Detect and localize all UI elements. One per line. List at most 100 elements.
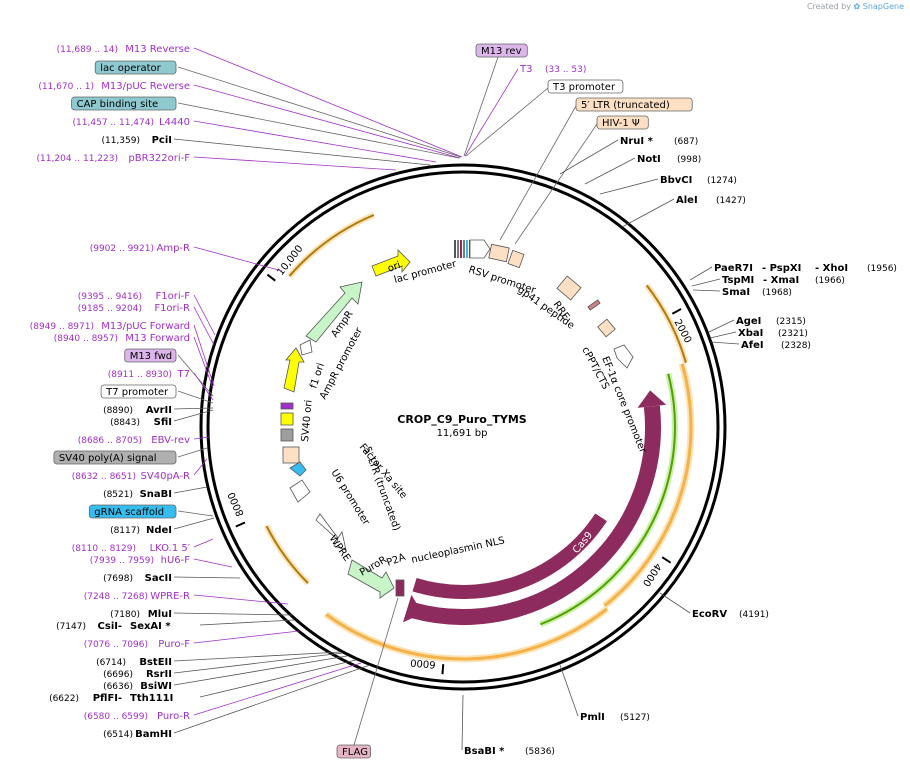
enzyme-22-range: (8117) bbox=[110, 526, 140, 536]
primer-11-range: (8940 .. 8957) bbox=[54, 334, 118, 344]
feature-12-box bbox=[124, 348, 177, 363]
backbone-outer-ring bbox=[199, 163, 727, 691]
primer-34-range: (6580 .. 6599) bbox=[84, 712, 148, 722]
leader-line bbox=[177, 447, 208, 458]
sv40-yellow bbox=[280, 412, 294, 426]
sv40-gray bbox=[280, 428, 294, 442]
arc-bottom bbox=[325, 607, 608, 661]
u6-arrow bbox=[289, 479, 311, 503]
leader-line bbox=[193, 324, 215, 387]
enzyme-r11-range: (5127) bbox=[620, 713, 650, 723]
ef1a-arrow bbox=[613, 344, 634, 369]
enzyme-25-name: SacII bbox=[145, 573, 172, 584]
leader-line bbox=[193, 120, 437, 163]
leader-line bbox=[193, 458, 208, 476]
primer-2-name: M13/pUC Reverse bbox=[101, 81, 190, 92]
enzyme-5-name: PciI bbox=[152, 135, 172, 146]
enzyme-r1-name: NotI bbox=[637, 154, 661, 165]
leader-line bbox=[173, 655, 348, 686]
leader-line bbox=[559, 664, 579, 717]
enzyme-20-range: (8521) bbox=[103, 490, 133, 500]
leader-line bbox=[710, 341, 740, 345]
sv40-pink bbox=[280, 402, 294, 410]
enzyme-28-range: (7147) bbox=[56, 622, 86, 632]
leader-line bbox=[584, 157, 636, 185]
leader-line bbox=[193, 538, 214, 548]
leader-line bbox=[193, 294, 216, 336]
p2a-label: P2A bbox=[385, 552, 407, 569]
leader-line bbox=[173, 407, 214, 410]
primer-26-name: WPRE-R bbox=[150, 591, 190, 602]
leader-line bbox=[177, 102, 460, 159]
primer-10-name: M13/pUC Forward bbox=[101, 321, 190, 332]
enzyme-33-name2: Tth111I bbox=[130, 693, 173, 704]
primer-29-name: Puro-F bbox=[158, 639, 190, 650]
ori-arrow bbox=[371, 249, 411, 277]
leader-line bbox=[193, 246, 283, 272]
leader-line bbox=[177, 66, 462, 158]
primer-0-name: M13 Reverse bbox=[125, 44, 190, 55]
enzyme-r2-range: (1274) bbox=[707, 176, 737, 186]
enzyme-r10-name: EcoRV bbox=[692, 609, 727, 620]
arc-top-right bbox=[645, 284, 687, 363]
leader-line bbox=[621, 198, 675, 228]
enzyme-r4-name2: - PspXI bbox=[762, 263, 801, 274]
leader-line bbox=[193, 372, 214, 401]
arc-right bbox=[603, 363, 693, 607]
leader-line bbox=[193, 84, 461, 159]
leader-line bbox=[193, 156, 397, 171]
leader-line bbox=[173, 486, 208, 494]
arc-top-left-glow bbox=[287, 212, 375, 279]
arc-bottom-left bbox=[265, 525, 309, 584]
tick-2000 bbox=[671, 308, 682, 315]
rsv-promoter-arrow bbox=[469, 239, 491, 259]
leader-line bbox=[689, 266, 713, 281]
wpre-arrow bbox=[315, 513, 347, 551]
enzyme-31-range: (6696) bbox=[103, 670, 133, 680]
enzyme-28-name: CsiI bbox=[98, 621, 118, 632]
enzyme-31-name: RsrII bbox=[146, 669, 172, 680]
primer-4-range: (11,457 .. 11,474) bbox=[73, 118, 154, 128]
enzyme-27-name: MluI bbox=[148, 609, 172, 620]
enzyme-r11-name: PmlI bbox=[580, 712, 605, 723]
sv40-ori-label: SV40 ori bbox=[300, 399, 315, 442]
ori-label: ori bbox=[386, 260, 402, 275]
ampr-arrow bbox=[305, 281, 363, 343]
leader-line bbox=[709, 331, 737, 339]
feature-21: gRNA scaffold bbox=[94, 507, 164, 518]
u6-label: U6 promoter bbox=[328, 468, 371, 528]
leader-line bbox=[659, 592, 691, 614]
primer-13-range: (8911 .. 8930) bbox=[108, 370, 172, 380]
snapgene-credit: Created by ✿ SnapGene bbox=[807, 2, 904, 11]
enzyme-r6-range: (1968) bbox=[762, 288, 792, 298]
leader-line bbox=[173, 651, 342, 662]
leader-line bbox=[173, 138, 431, 166]
ampr-promoter-label: AmpR promoter bbox=[318, 325, 365, 401]
enzyme-r12-range: (5836) bbox=[525, 747, 555, 757]
enzyme-r8-range: (2321) bbox=[778, 329, 808, 339]
enzyme-22-name: NdeI bbox=[146, 525, 172, 536]
primer-34-name: Puro-R bbox=[157, 711, 190, 722]
feature-1: lac operator bbox=[100, 63, 161, 74]
feature-m13rev-box bbox=[475, 43, 528, 58]
leader-line bbox=[173, 664, 371, 734]
primer-29-range: (7076 .. 7096) bbox=[84, 640, 148, 650]
primer-19-name: SV40pA-R bbox=[141, 471, 190, 482]
leader-line bbox=[463, 56, 499, 157]
gp41-block bbox=[587, 299, 601, 311]
leader-line bbox=[193, 630, 300, 644]
leader-line bbox=[692, 289, 721, 292]
enzyme-33-range: (6622) bbox=[49, 694, 79, 704]
leader-line bbox=[193, 558, 233, 568]
leader-line bbox=[193, 662, 362, 716]
leader-line bbox=[173, 409, 214, 422]
enzyme-r7-range: (2315) bbox=[776, 317, 806, 327]
enzyme-r9-name: AfeI bbox=[741, 340, 764, 351]
enzyme-5-range: (11,359) bbox=[101, 136, 140, 146]
feature-5ltr-box bbox=[575, 97, 693, 112]
enzyme-20-name: SnaBI bbox=[140, 489, 172, 500]
tick-6000 bbox=[441, 664, 445, 675]
enzyme-15-name: AvrII bbox=[146, 405, 172, 416]
lac-stripe bbox=[463, 240, 465, 258]
